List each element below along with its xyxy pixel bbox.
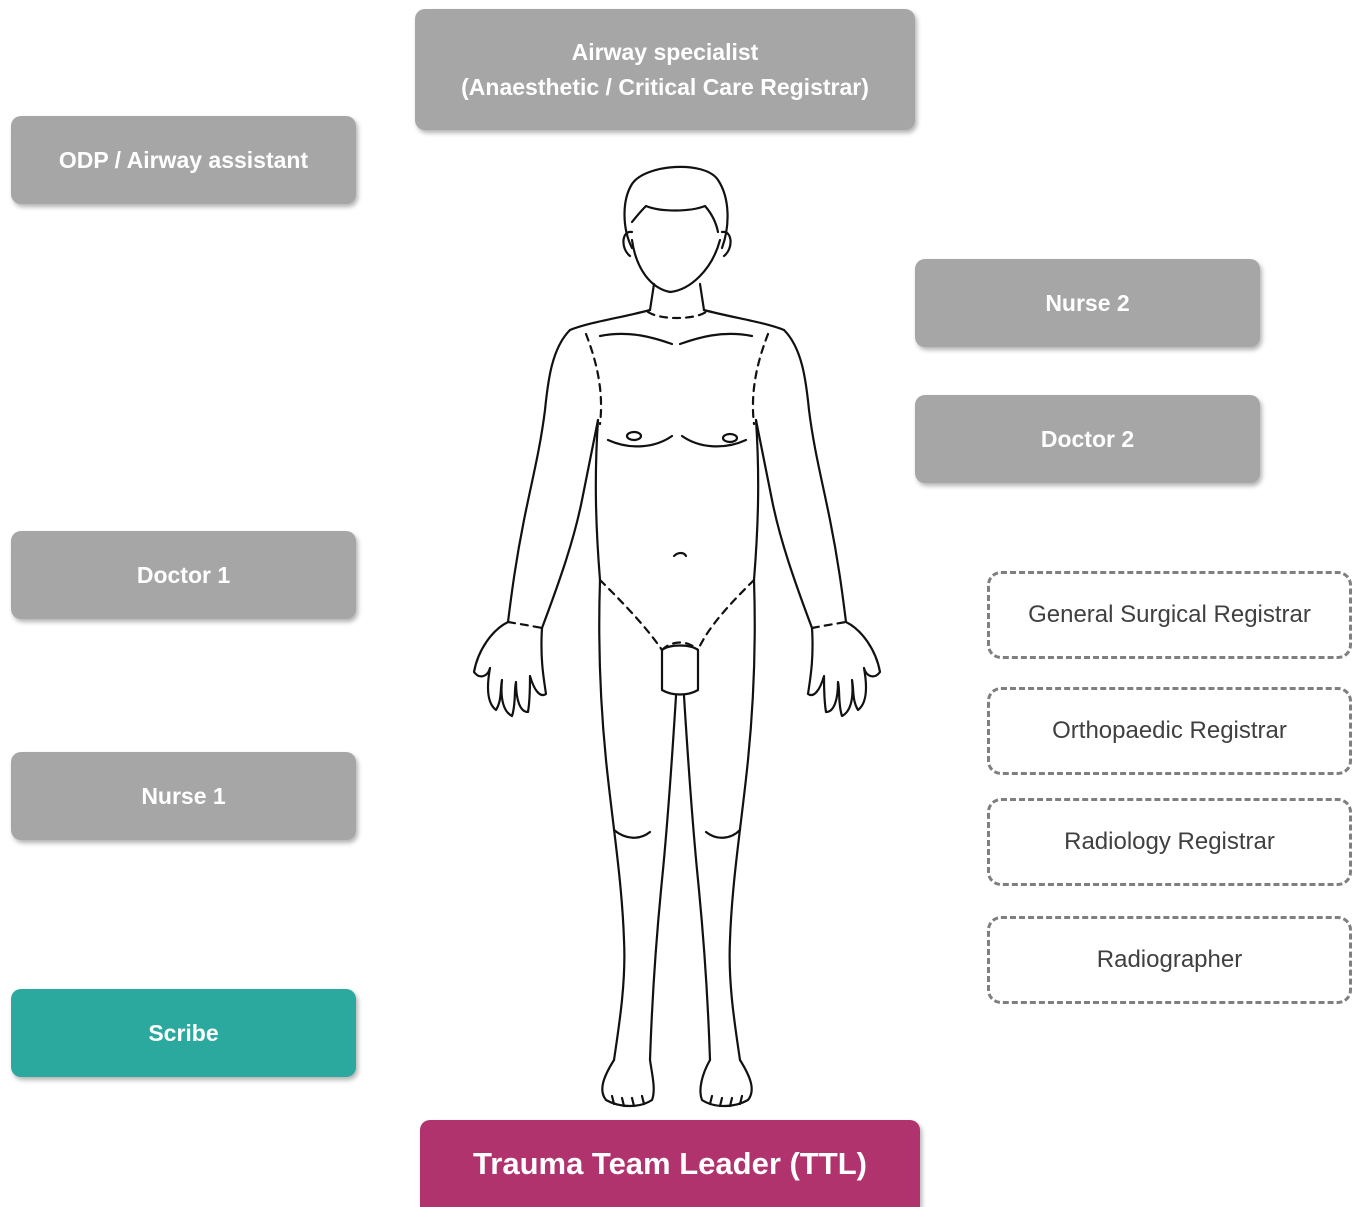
- general-surgical-registrar-box: General Surgical Registrar: [987, 571, 1352, 659]
- odp-airway-assistant-label: ODP / Airway assistant: [59, 143, 308, 178]
- scribe-label: Scribe: [148, 1016, 218, 1051]
- orthopaedic-registrar-box: Orthopaedic Registrar: [987, 687, 1352, 775]
- radiographer-label: Radiographer: [1097, 946, 1242, 974]
- odp-airway-assistant-box: ODP / Airway assistant: [11, 116, 356, 204]
- airway-specialist-box: Airway specialist (Anaesthetic / Critica…: [415, 9, 915, 130]
- airway-specialist-label: Airway specialist (Anaesthetic / Critica…: [461, 35, 869, 104]
- doctor-2-box: Doctor 2: [915, 395, 1260, 483]
- radiology-registrar-label: Radiology Registrar: [1064, 828, 1275, 856]
- general-surgical-registrar-label: General Surgical Registrar: [1028, 601, 1311, 629]
- orthopaedic-registrar-label: Orthopaedic Registrar: [1052, 717, 1287, 745]
- human-body-figure-icon: [440, 150, 920, 1120]
- nurse-1-box: Nurse 1: [11, 752, 356, 840]
- trauma-team-leader-label: Trauma Team Leader (TTL): [473, 1146, 867, 1182]
- trauma-team-leader-box: Trauma Team Leader (TTL): [420, 1120, 920, 1207]
- nurse-2-label: Nurse 2: [1045, 286, 1129, 321]
- doctor-2-label: Doctor 2: [1041, 422, 1134, 457]
- doctor-1-box: Doctor 1: [11, 531, 356, 619]
- nurse-2-box: Nurse 2: [915, 259, 1260, 347]
- radiographer-box: Radiographer: [987, 916, 1352, 1004]
- radiology-registrar-box: Radiology Registrar: [987, 798, 1352, 886]
- doctor-1-label: Doctor 1: [137, 558, 230, 593]
- nurse-1-label: Nurse 1: [141, 779, 225, 814]
- scribe-box: Scribe: [11, 989, 356, 1077]
